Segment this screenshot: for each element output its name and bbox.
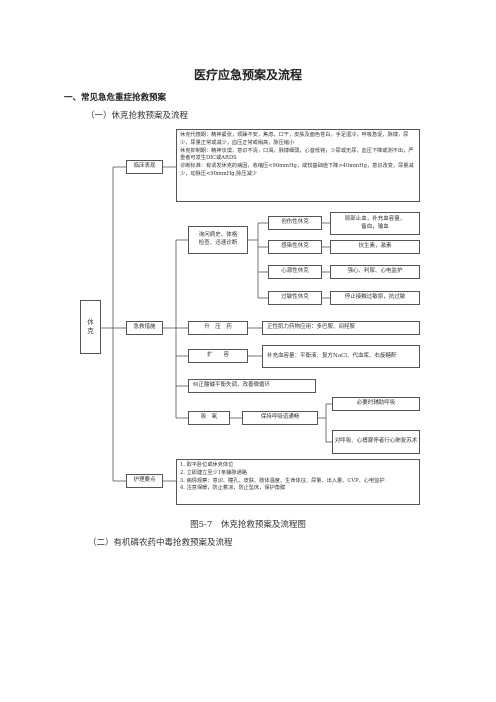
figure-caption: 图5-7 休克抢救预案及流程图 xyxy=(190,520,306,530)
type-cardiogenic-action: 强心、利尿、心电监护 xyxy=(330,265,420,279)
oxygen-node: 吸 氧 xyxy=(188,411,230,425)
type-septic-action: 抗生素，激素 xyxy=(330,240,420,254)
assess-node: 询问病史、体格 检查、迅速诊断 xyxy=(188,226,248,254)
subsection-heading: （一）休克抢救预案及流程 xyxy=(86,111,189,121)
type-anaphylactic: 过敏性休克 xyxy=(268,291,322,305)
section-heading: 一、常见急危重症抢救预案 xyxy=(64,93,167,103)
clinical-label: 临床表现 xyxy=(126,160,163,174)
type-septic: 感染性休克 xyxy=(268,240,322,254)
root-node-shock: 休 克 xyxy=(80,300,101,354)
clinical-text: 休克代偿期：精神紧张，烦躁不安，焦虑，口干，皮肤及面色苍白，手足湿冷，呼吸急促，… xyxy=(176,129,420,202)
type-anaphylactic-action: 停止接触过敏原，抗过敏 xyxy=(330,291,420,305)
type-trauma: 创伤性休克 xyxy=(268,216,322,230)
nursing-text: 1. 取平卧位或休克体位 2. 立即建立至少1条静脉通路 3. 病情观察：意识、… xyxy=(176,459,420,505)
raise-bp-action: 正性肌力药物应用：多巴胺、间羟胺 xyxy=(262,321,420,335)
nursing-label: 护理要点 xyxy=(126,474,163,488)
type-cardiogenic: 心源性休克 xyxy=(268,265,322,279)
acid-base-node: 纠正酸碱平衡失调，改善微循环 xyxy=(188,379,316,393)
expand-action: 补充血容量：平衡液、复方NaCl、代血浆、右旋糖酐 xyxy=(262,345,420,368)
assisted-breathing-node: 必要时辅助呼吸 xyxy=(332,397,420,411)
subsection-heading-2: （二）有机磷农药中毒抢救预案及流程 xyxy=(88,538,233,548)
raise-bp-node: 升 压 药 xyxy=(188,321,248,335)
rescue-label: 急救措施 xyxy=(126,321,163,335)
airway-node: 保持呼吸道通畅 xyxy=(242,411,318,425)
cpr-node: 对呼吸、心搏骤停者行心肺复苏术 xyxy=(332,430,420,454)
type-trauma-action: 局部止血，补充血容量， 备血，输血 xyxy=(330,212,420,235)
expand-node: 扩 容 xyxy=(188,349,248,363)
page-title: 医疗应急预案及流程 xyxy=(193,68,302,82)
